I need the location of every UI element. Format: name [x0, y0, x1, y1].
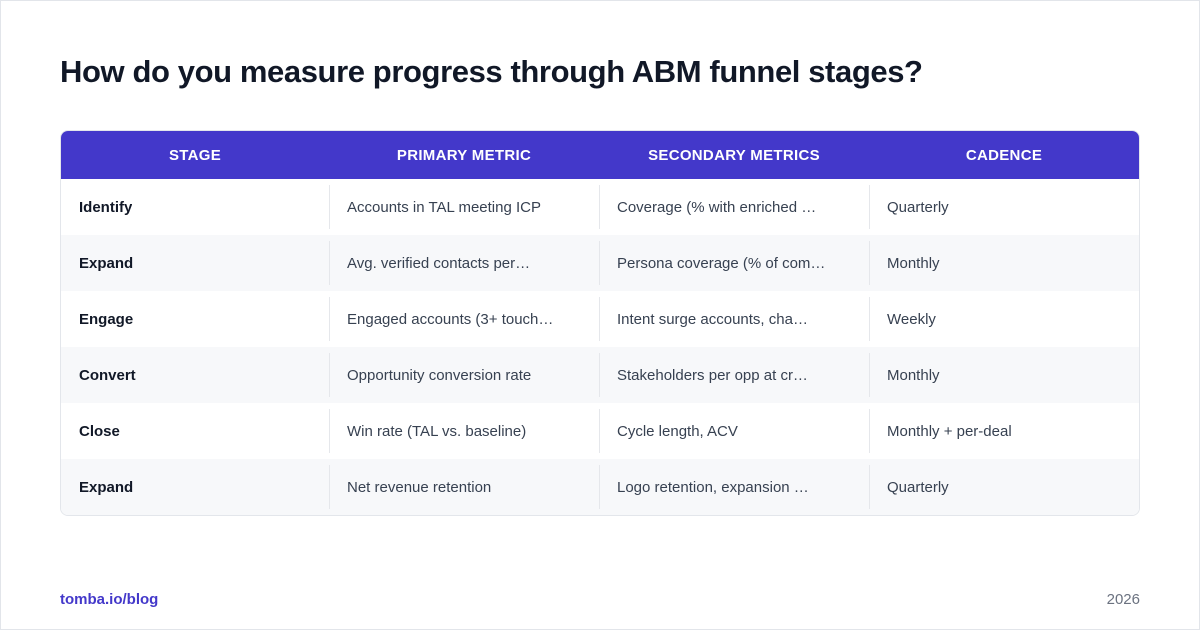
secondary-metrics-text: Persona coverage (% of com…: [617, 254, 826, 272]
cadence-text: Weekly: [887, 310, 936, 328]
footer-year: 2026: [1106, 591, 1140, 608]
stage-text: Expand: [79, 254, 134, 272]
table-row: Expand Net revenue retention Logo retent…: [61, 459, 1139, 515]
stage-text: Identify: [79, 198, 133, 216]
secondary-metrics-cell: Cycle length, ACV: [599, 403, 869, 459]
secondary-metrics-text: Coverage (% with enriched …: [617, 198, 817, 216]
primary-metric-text: Avg. verified contacts per…: [347, 254, 531, 272]
cadence-cell: Monthly + per-deal: [869, 403, 1139, 459]
primary-metric-text: Win rate (TAL vs. baseline): [347, 422, 527, 440]
stage-text: Convert: [79, 366, 136, 384]
header-secondary-metrics: SECONDARY METRICS: [648, 146, 820, 164]
primary-metric-cell: Avg. verified contacts per…: [329, 235, 599, 291]
cadence-text: Monthly: [887, 254, 940, 272]
primary-metric-text: Net revenue retention: [347, 478, 492, 496]
cadence-text: Monthly + per-deal: [887, 422, 1012, 440]
stage-cell: Expand: [61, 459, 329, 515]
primary-metric-cell: Engaged accounts (3+ touch…: [329, 291, 599, 347]
primary-metric-text: Engaged accounts (3+ touch…: [347, 310, 554, 328]
table-row: Engage Engaged accounts (3+ touch… Inten…: [61, 291, 1139, 347]
primary-metric-cell: Net revenue retention: [329, 459, 599, 515]
cadence-cell: Monthly: [869, 347, 1139, 403]
header-primary-metric: PRIMARY METRIC: [396, 146, 532, 164]
stage-cell: Convert: [61, 347, 329, 403]
page-title: How do you measure progress through ABM …: [60, 54, 923, 89]
secondary-metrics-text: Cycle length, ACV: [617, 422, 738, 440]
primary-metric-cell: Opportunity conversion rate: [329, 347, 599, 403]
blog-link[interactable]: tomba.io/blog: [60, 591, 159, 608]
primary-metric-text: Opportunity conversion rate: [347, 366, 532, 384]
cadence-cell: Quarterly: [869, 179, 1139, 235]
stage-text: Expand: [79, 478, 134, 496]
header-stage: STAGE: [168, 146, 222, 164]
cadence-cell: Quarterly: [869, 459, 1139, 515]
cadence-cell: Monthly: [869, 235, 1139, 291]
cadence-text: Quarterly: [887, 198, 949, 216]
secondary-metrics-text: Stakeholders per opp at cr…: [617, 366, 808, 384]
primary-metric-cell: Accounts in TAL meeting ICP: [329, 179, 599, 235]
primary-metric-cell: Win rate (TAL vs. baseline): [329, 403, 599, 459]
secondary-metrics-text: Logo retention, expansion …: [617, 478, 809, 496]
cadence-text: Monthly: [887, 366, 940, 384]
table-row: Expand Avg. verified contacts per… Perso…: [61, 235, 1139, 291]
table-row: Identify Accounts in TAL meeting ICP Cov…: [61, 179, 1139, 235]
stage-cell: Engage: [61, 291, 329, 347]
secondary-metrics-text: Intent surge accounts, cha…: [617, 310, 808, 328]
table-row: Convert Opportunity conversion rate Stak…: [61, 347, 1139, 403]
secondary-metrics-cell: Stakeholders per opp at cr…: [599, 347, 869, 403]
metrics-table: STAGE PRIMARY METRIC SECONDARY METRICS C…: [60, 130, 1140, 516]
stage-text: Engage: [79, 310, 134, 328]
table-row: Close Win rate (TAL vs. baseline) Cycle …: [61, 403, 1139, 459]
cadence-text: Quarterly: [887, 478, 949, 496]
secondary-metrics-cell: Logo retention, expansion …: [599, 459, 869, 515]
table-header-row: STAGE PRIMARY METRIC SECONDARY METRICS C…: [61, 131, 1139, 179]
cadence-cell: Weekly: [869, 291, 1139, 347]
stage-cell: Expand: [61, 235, 329, 291]
secondary-metrics-cell: Intent surge accounts, cha…: [599, 291, 869, 347]
primary-metric-text: Accounts in TAL meeting ICP: [347, 198, 541, 216]
header-cadence: CADENCE: [965, 146, 1043, 164]
stage-text: Close: [79, 422, 120, 440]
secondary-metrics-cell: Persona coverage (% of com…: [599, 235, 869, 291]
stage-cell: Close: [61, 403, 329, 459]
stage-cell: Identify: [61, 179, 329, 235]
secondary-metrics-cell: Coverage (% with enriched …: [599, 179, 869, 235]
